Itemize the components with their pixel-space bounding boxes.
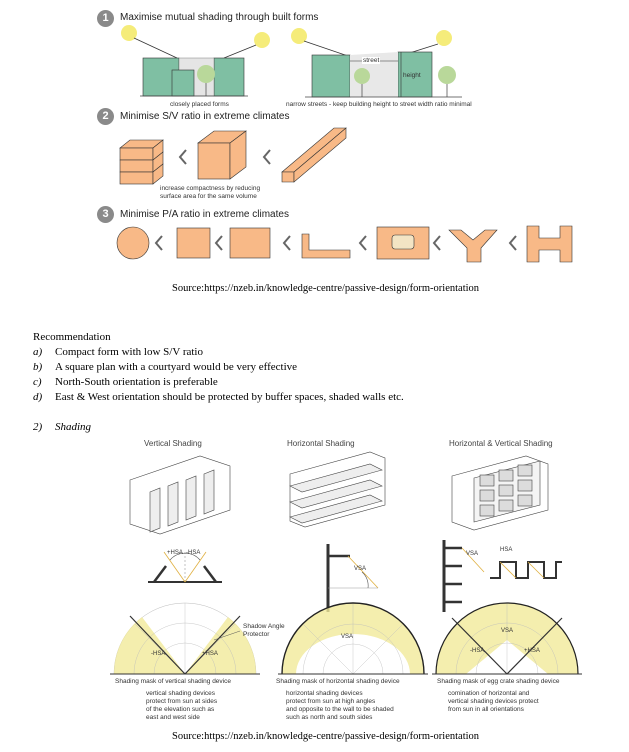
section-heading-shading: 2)Shading: [33, 421, 92, 433]
sun-icon: [121, 25, 137, 41]
label-shadow-angle-protector: Shadow Angle Protector: [243, 623, 285, 638]
label-height: height: [403, 72, 421, 79]
list-item: a)Compact form with low S/V ratio: [33, 346, 203, 358]
section-heading-2: Minimise S/V ratio in extreme climates: [120, 111, 290, 122]
label-street: street: [362, 57, 381, 64]
caption-narrow-streets: narrow streets - keep building height to…: [286, 101, 472, 108]
label-vsa-egg: VSA: [466, 551, 479, 557]
section-heading-1: Maximise mutual shading through built fo…: [120, 12, 319, 23]
title-horizontal-vertical-shading: Horizontal & Vertical Shading: [449, 439, 553, 448]
caption-horizontal-mask: Shading mask of horizontal shading devic…: [276, 678, 400, 685]
mask-label-plus-hsa-egg: +HSA: [524, 648, 540, 654]
recommendation-list: a)Compact form with low S/V ratio b)A sq…: [33, 345, 404, 405]
vertical-shading-angle-plan: [148, 550, 222, 583]
label-vsa: VSA: [354, 566, 367, 572]
list-item: d)East & West orientation should be prot…: [33, 391, 404, 403]
desc-horizontal-shading: horizontal shading devices protect from …: [286, 690, 394, 721]
egg-crate-shading-device: [451, 455, 549, 531]
list-item: c)North-South orientation is preferable: [33, 376, 218, 388]
sv-ratio-forms: [119, 127, 347, 185]
label-minus-hsa: -HSA: [186, 550, 201, 556]
section-number-2: 2: [97, 108, 114, 125]
mask-label-plus-hsa: +HSA: [202, 651, 218, 657]
mask-label-minus-hsa-egg: -HSA: [470, 648, 485, 654]
horizontal-shading-device: [289, 451, 386, 528]
vertical-shading-device: [129, 455, 231, 535]
narrow-street-diagram: [305, 51, 462, 98]
egg-crate-shading-mask: [432, 602, 582, 675]
desc-egg-crate-shading: comination of horizontal and vertical sh…: [448, 690, 539, 713]
label-plus-hsa: +HSA: [167, 550, 183, 556]
caption-closely-placed: closely placed forms: [170, 101, 229, 108]
title-vertical-shading: Vertical Shading: [144, 439, 202, 448]
recommendation-title: Recommendation: [33, 331, 111, 343]
caption-compactness: increase compactness by reducing surface…: [160, 185, 261, 200]
mask-label-vsa-egg: VSA: [501, 628, 514, 634]
title-horizontal-shading: Horizontal Shading: [287, 439, 355, 448]
mask-label-minus-hsa: -HSA: [151, 651, 166, 657]
section-number-3: 3: [97, 206, 114, 223]
section-heading-3: Minimise P/A ratio in extreme climates: [120, 209, 289, 220]
sun-icon: [291, 28, 307, 44]
horizontal-shading-angle-section: [326, 544, 379, 612]
caption-vertical-mask: Shading mask of vertical shading device: [115, 678, 231, 685]
list-item: b)A square plan with a courtyard would b…: [33, 361, 298, 373]
closely-placed-forms: [140, 57, 248, 97]
source-form-orientation: Source:https://nzeb.in/knowledge-centre/…: [172, 283, 480, 294]
pa-ratio-forms: [116, 225, 573, 263]
source-shading: Source:https://nzeb.in/knowledge-centre/…: [172, 731, 480, 742]
label-hsa-egg: HSA: [500, 547, 513, 553]
caption-egg-crate-mask: Shading mask of egg crate shading device: [437, 678, 560, 685]
section-number-1: 1: [97, 10, 114, 27]
desc-vertical-shading: vertical shading devices protect from su…: [146, 690, 218, 721]
mask-label-vsa: VSA: [341, 634, 354, 640]
sun-icon: [254, 32, 270, 48]
vertical-shading-mask: [110, 602, 260, 675]
sun-icon: [436, 30, 452, 46]
